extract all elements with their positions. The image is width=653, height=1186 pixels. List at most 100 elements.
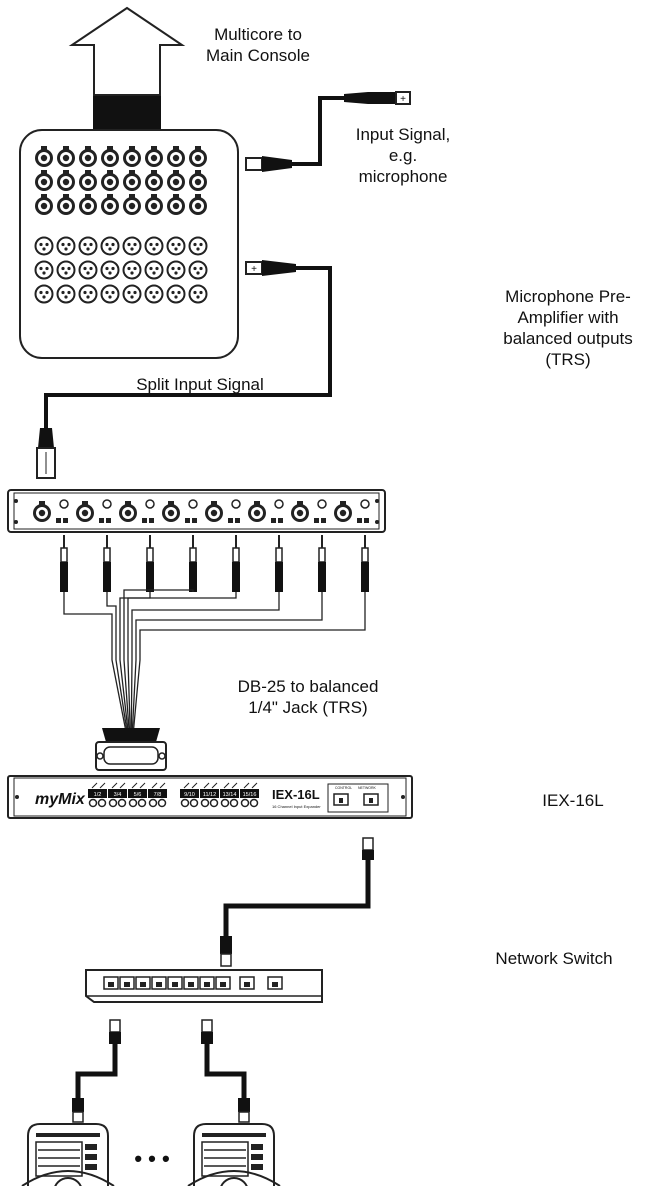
db25-connector [95, 728, 167, 771]
led-icon [56, 518, 61, 523]
led-icon [99, 518, 104, 523]
iex-channel-label: 13/14 [223, 792, 237, 798]
iex-led-icon [200, 798, 210, 808]
trs-plug-icon [189, 547, 197, 563]
iex-model-name: IEX-16L [272, 787, 320, 802]
trs-jack-cable [130, 535, 283, 729]
led-icon [321, 518, 326, 523]
iex-channel-label: 15/16 [243, 792, 257, 798]
iex-port-label-control: CONTROL [335, 786, 352, 790]
led-icon [142, 518, 147, 523]
preamp-channel [162, 499, 198, 523]
led-icon [235, 518, 240, 523]
trs-plug-icon [60, 547, 68, 563]
ethernet-cable-to-switch [220, 837, 374, 967]
iex-port-label-network: NETWORK [358, 786, 377, 790]
xlr-male-jack-icon [144, 260, 164, 280]
label-preamp-line1: Microphone Pre- [505, 287, 631, 306]
xlr-male-jack-icon [78, 284, 98, 304]
led-icon [271, 518, 276, 523]
trs-jack-cable [60, 535, 126, 729]
iex-channel-label: 11/12 [203, 792, 216, 798]
xlr-male-jack-icon [34, 284, 54, 304]
xlr-male-jack-icon [34, 260, 54, 280]
gain-knob-icon [317, 499, 327, 509]
trs-jack-cable [131, 535, 326, 729]
xlr-male-jack-icon [166, 260, 186, 280]
led-icon [364, 518, 369, 523]
label-iex-text: IEX-16L [542, 791, 604, 810]
preamp-channel [76, 499, 112, 523]
trs-plug-icon [103, 547, 111, 563]
gain-knob-icon [145, 499, 155, 509]
preamp-channel [334, 499, 370, 523]
trs-plug-icon [146, 547, 154, 563]
xlr-male-jack-icon [188, 236, 208, 256]
trs-jack-cable [123, 535, 197, 729]
iex-channel-input: 13/14 [220, 782, 239, 808]
iex-led-icon [88, 798, 98, 808]
label-switch-text: Network Switch [495, 949, 613, 968]
iex-channel-input: 15/16 [240, 782, 259, 808]
label-db25-line2: 1/4" Jack (TRS) [248, 698, 368, 717]
preamp-channel [119, 499, 155, 523]
iex-brand-logo: myMix [35, 791, 86, 808]
input-signal-cable: + [245, 91, 411, 172]
iex-led-icon [189, 798, 199, 808]
preamp-channel [248, 499, 284, 523]
gain-knob-icon [59, 499, 69, 509]
iex-led-icon [249, 798, 259, 808]
label-preamp-line4: (TRS) [545, 350, 591, 369]
trs-cables [60, 535, 369, 729]
xlr-male-jack-icon [56, 260, 76, 280]
label-iex: IEX-16L [528, 790, 618, 811]
svg-text:+: + [251, 264, 257, 275]
trs-jack-cable [133, 535, 369, 729]
label-preamp-line3: balanced outputs [503, 329, 633, 348]
label-input-line3: microphone [358, 167, 448, 186]
led-icon [228, 518, 233, 523]
xlr-male-jack-icon [56, 236, 76, 256]
iex-channel-input: 5/6 [128, 782, 147, 808]
xlr-male-jack-icon [144, 236, 164, 256]
iex-channel-label: 3/4 [114, 792, 122, 798]
iex-subtitle: 16 Channel Input Expander [272, 804, 321, 809]
trs-jack-cable [119, 535, 154, 729]
trs-jack-cable [127, 535, 240, 729]
xlr-male-jack-icon [78, 236, 98, 256]
iex-led-icon [128, 798, 138, 808]
iex-led-icon [117, 798, 127, 808]
label-preamp-line2: Amplifier with [517, 308, 619, 327]
label-input-line1: Input Signal, [355, 125, 451, 144]
iex-channel-label: 1/2 [94, 792, 102, 798]
ethernet-cables-to-mixers [72, 1019, 250, 1123]
gain-knob-icon [231, 499, 241, 509]
xlr-male-jack-icon [100, 260, 120, 280]
xlr-male-jack-icon [144, 284, 164, 304]
gain-knob-icon [188, 499, 198, 509]
trs-jack-cable [103, 535, 128, 729]
iex-channel-input: 11/12 [200, 782, 219, 808]
label-split-input: Split Input Signal [110, 374, 290, 395]
iex-led-icon [180, 798, 190, 808]
led-icon [185, 518, 190, 523]
svg-text:+: + [400, 94, 406, 105]
multicore-cable-connector [93, 96, 161, 130]
ellipsis-more-mixers: • • • [134, 1146, 169, 1171]
led-icon [63, 518, 68, 523]
xlr-male-jack-icon [166, 236, 186, 256]
mic-preamp-rack [7, 489, 386, 533]
label-input-line2: e.g. [388, 146, 418, 165]
xlr-male-jack-icon [100, 284, 120, 304]
iex-led-icon [157, 798, 167, 808]
led-icon [278, 518, 283, 523]
iex-channel-input: 3/4 [108, 782, 127, 808]
gain-knob-icon [274, 499, 284, 509]
iex-led-icon [148, 798, 158, 808]
xlr-male-jack-icon [122, 260, 142, 280]
led-icon [357, 518, 362, 523]
led-icon [106, 518, 111, 523]
trs-plug-icon [275, 547, 283, 563]
xlr-male-jack-icon [100, 236, 120, 256]
